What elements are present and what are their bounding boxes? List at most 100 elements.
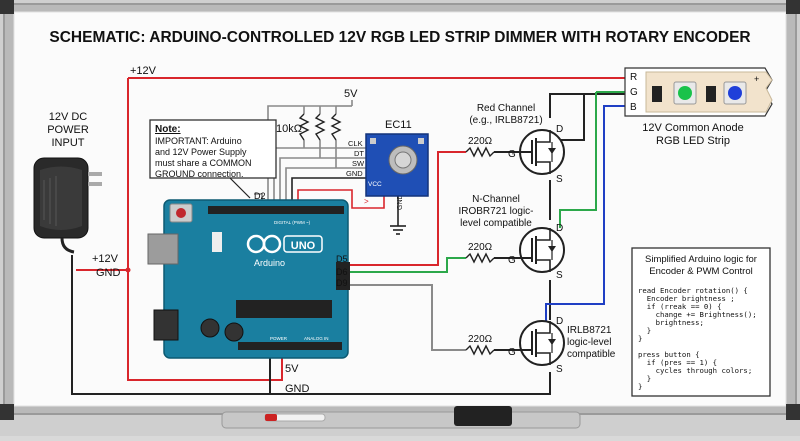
mosfet-red: [519, 129, 565, 175]
code-line-11: cycles through colors;: [638, 366, 752, 375]
gate-resistor-2-label: 220Ω: [468, 242, 493, 253]
svg-text:>: >: [364, 197, 369, 206]
code-line-6: }: [638, 326, 651, 335]
psu-plus-label: +12V: [92, 253, 119, 265]
strip-label-2: RGB LED Strip: [656, 135, 730, 147]
code-line-1: read Encoder rotation() {: [638, 286, 748, 295]
note-pointer: [229, 177, 251, 199]
psu-gnd-label: GND: [96, 267, 121, 279]
atmega-chip: [236, 300, 332, 318]
note-line-4: GROUND connection.: [155, 169, 244, 179]
note-line-2: and 12V Power Supply: [155, 147, 247, 157]
ground-symbol-icon: [390, 225, 406, 235]
code-line-7: }: [638, 334, 642, 343]
pullup-resistor: [330, 113, 342, 141]
dc-jack: [153, 309, 179, 341]
gate-resistor-1-label: 220Ω: [468, 136, 493, 147]
arduino-pin-d2: D2: [254, 191, 266, 201]
mosfet-1-label-1: Red Channel: [477, 103, 535, 114]
encoder-pin-clk: CLK: [348, 139, 363, 148]
mosfet-3-label-1: IRLB8721: [567, 325, 612, 336]
gate-resistor-3: [465, 344, 495, 356]
pullup-resistor: [298, 113, 310, 141]
mosfet-3-d: D: [556, 316, 563, 327]
junction-dot: [125, 267, 131, 273]
power-analog-header: [238, 342, 342, 350]
capacitor-icon: [200, 318, 220, 338]
mosfet-2-g: G: [508, 255, 516, 266]
wire-enc-vcc: [297, 189, 385, 215]
mosfet-2-s: S: [556, 270, 563, 281]
analog-header-label: ANALOG IN: [304, 336, 329, 341]
rgb-led-strip: +: [624, 67, 773, 117]
code-line-3: if (rreak == 0) {: [638, 302, 721, 311]
strip-pin-b: B: [630, 102, 637, 113]
code-title-1: Simplified Arduino logic for: [645, 254, 757, 265]
strip-resistor-icon: [652, 86, 662, 102]
capacitor-icon: [224, 322, 244, 342]
mosfet-1-s: S: [556, 174, 563, 185]
mosfet-3-label-2: logic-level: [567, 337, 611, 348]
mosfet-2-d: D: [556, 223, 563, 234]
led-indicators: [212, 232, 222, 252]
mosfet-3-g: G: [508, 347, 516, 358]
marker-cap-icon: [265, 414, 277, 421]
gate-resistor-2: [465, 252, 495, 264]
arduino-pin-d6: D6: [336, 267, 348, 277]
wire-dt: [279, 157, 366, 215]
arduino-pin-d9: D9: [336, 278, 348, 288]
note-line-1: IMPORTANT: Arduino: [155, 136, 242, 146]
strip-label-1: 12V Common Anode: [642, 122, 744, 134]
usb-port: [147, 233, 179, 265]
eraser-icon[interactable]: [454, 406, 512, 426]
strip-plus-label: +: [754, 74, 759, 84]
five-v-label: 5V: [344, 88, 358, 100]
digital-header-label: DIGITAL (PWM ~): [274, 220, 311, 225]
code-line-4: change += Brightness();: [638, 310, 757, 319]
encoder-pin-gnd: GND: [346, 169, 363, 178]
code-title-2: Encoder & PWM Control: [649, 266, 752, 277]
wire-d9-gate: [343, 284, 466, 351]
reset-button-icon: [176, 208, 186, 218]
rotary-encoder[interactable]: [365, 133, 429, 197]
gate-resistor-1: [465, 146, 495, 158]
encoder-name: EC11: [385, 119, 412, 131]
corner-cap-icon: [786, 404, 800, 420]
mosfet-1-d: D: [556, 124, 563, 135]
psu-label-3: INPUT: [52, 137, 85, 149]
wire-gnd-rail: [71, 255, 551, 395]
mosfet-2-label-2: IROBR721 logic-: [458, 206, 533, 217]
mosfet-1-label-2: (e.g., IRLB8721): [469, 115, 542, 126]
encoder-pin-vcc: VCC: [368, 181, 382, 188]
arduino-uno-board[interactable]: UNO Arduino DIGITAL (PWM ~) POWER ANALOG…: [147, 199, 350, 359]
code-line-10: if (pres == 1) {: [638, 358, 717, 367]
arduino-board-text: Arduino: [254, 258, 285, 268]
wire-d5-gate: [343, 151, 466, 266]
mosfet-1-g: G: [508, 149, 516, 160]
note-box: Note: IMPORTANT: Arduino and 12V Power S…: [149, 119, 277, 179]
strip-pin-g: G: [630, 87, 638, 98]
diagram-title: SCHEMATIC: ARDUINO-CONTROLLED 12V RGB LE…: [49, 29, 750, 46]
mosfet-2-label-1: N-Channel: [472, 194, 520, 205]
note-heading: Note:: [155, 124, 181, 135]
corner-cap-icon: [0, 404, 14, 420]
code-line-5: brightness;: [638, 318, 704, 327]
mosfet-3-s: S: [556, 364, 563, 375]
wire-green-drain: [559, 92, 597, 228]
psu-label-2: POWER: [47, 124, 89, 136]
mosfet-2-label-3: level compatible: [460, 218, 532, 229]
code-box: Simplified Arduino logic for Encoder & P…: [631, 247, 771, 397]
wire-12v-left: [127, 78, 283, 381]
power-supply-adapter: 12V DC POWER INPUT: [33, 111, 102, 254]
psu-label-1: 12V DC: [49, 111, 88, 123]
side-header: [336, 262, 350, 290]
gate-resistor-3-label: 220Ω: [468, 334, 493, 345]
mosfet-blue: [519, 320, 565, 366]
strip-pin-r: R: [630, 72, 637, 83]
arduino-logo-icon: [246, 234, 282, 254]
strip-resistor-icon: [706, 86, 716, 102]
wire-pullup-top: [267, 105, 336, 215]
pullup-resistor: [314, 113, 326, 141]
arduino-uno-mark: UNO: [291, 240, 316, 252]
